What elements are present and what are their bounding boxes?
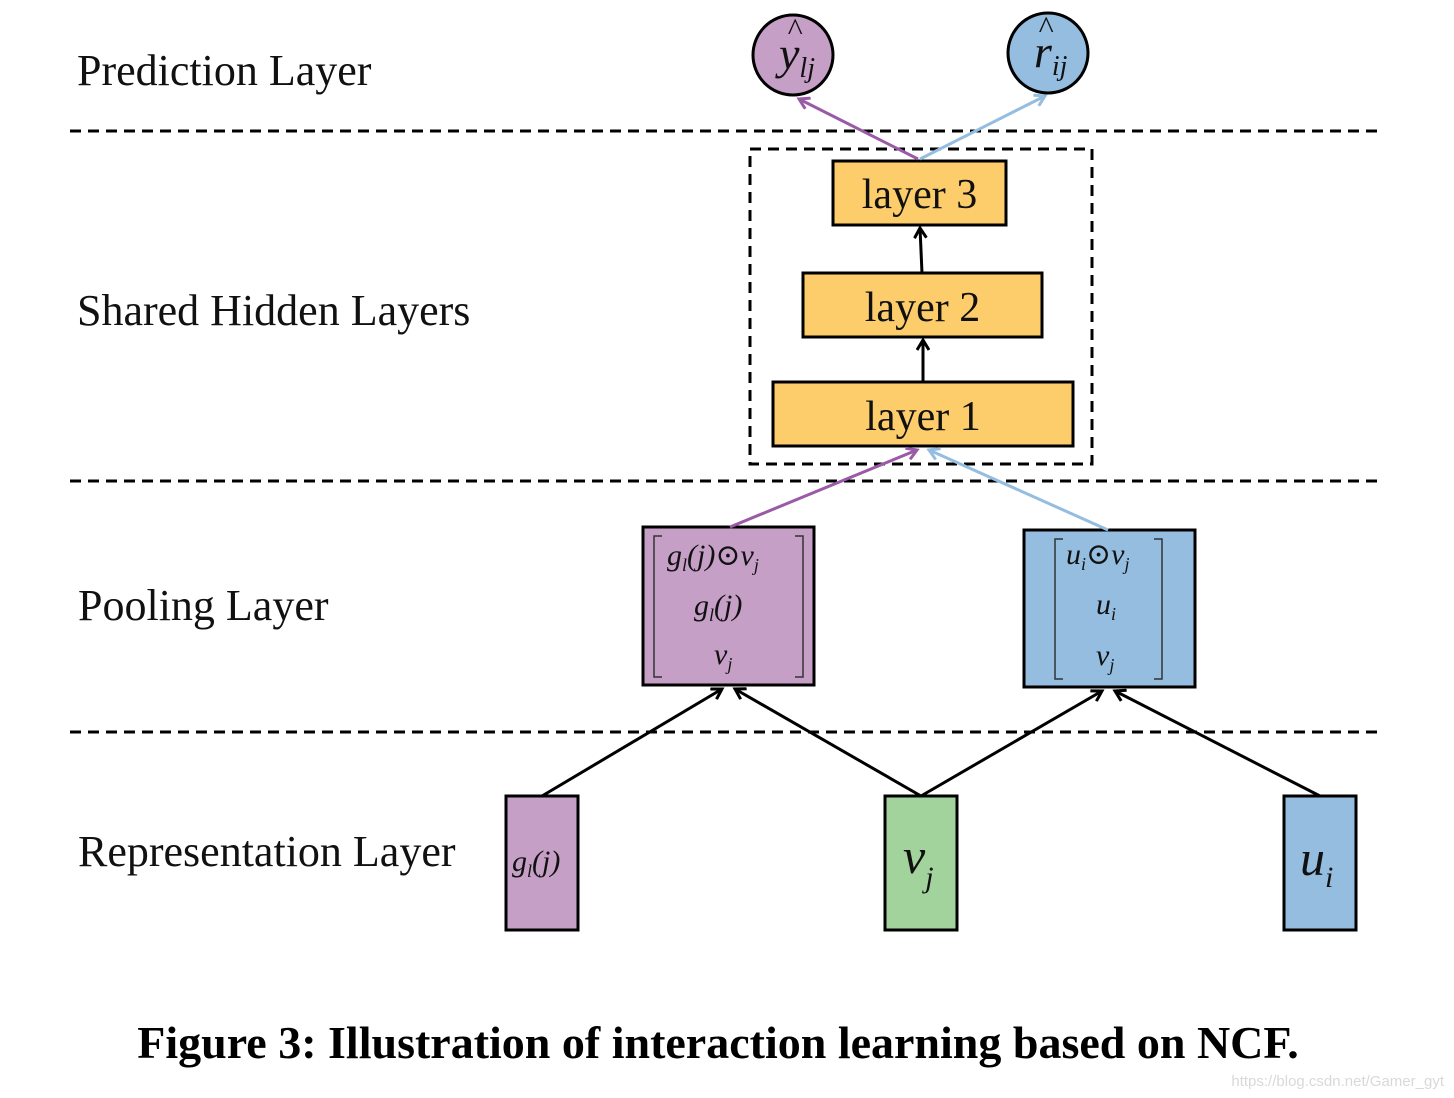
representation-layer-label: Representation Layer xyxy=(78,827,456,876)
pooling-right-row2: ui xyxy=(1096,588,1116,624)
pooling-right-box xyxy=(1022,528,1197,689)
pooling-left-bracket-left xyxy=(653,535,662,678)
arrow-hidden-to-y xyxy=(799,99,919,161)
hidden-layer-3-box xyxy=(831,159,1008,227)
pooling-left-box xyxy=(641,525,816,687)
pooling-right-row1: ui⊙vj xyxy=(1066,538,1130,574)
prediction-node-y-label: ylj xyxy=(775,28,815,84)
arrow-pooling-right-to-layer1 xyxy=(929,450,1109,532)
watermark: https://blog.csdn.net/Gamer_gyt xyxy=(1231,1073,1444,1090)
pooling-right-bracket-left xyxy=(1054,538,1063,680)
representation-u-label: ui xyxy=(1300,830,1333,894)
pooling-left-row1: gl(j)⊙vj xyxy=(667,539,759,575)
figure-caption: Figure 3: Illustration of interaction le… xyxy=(137,1017,1299,1068)
arrow-u-to-pooling-right xyxy=(1115,691,1321,798)
representation-v-label: vj xyxy=(903,828,934,894)
hidden-layer-3-label: layer 3 xyxy=(862,172,977,218)
representation-g-label: gl(j) xyxy=(512,845,560,881)
prediction-node-r xyxy=(1006,11,1090,95)
arrow-g-to-pooling-left xyxy=(541,689,722,798)
hidden-layer-1-label: layer 1 xyxy=(865,394,980,440)
pooling-layer-label: Pooling Layer xyxy=(78,581,329,630)
hidden-layer-2-label: layer 2 xyxy=(865,285,980,331)
prediction-node-y xyxy=(751,13,835,97)
arrow-hidden-to-r xyxy=(919,96,1045,161)
arrow-v-to-pooling-left xyxy=(735,689,922,798)
pooling-left-row2: gl(j) xyxy=(694,589,742,625)
prediction-node-r-hat: ^ xyxy=(1038,9,1054,45)
representation-g-box xyxy=(504,794,580,932)
prediction-node-y-hat: ^ xyxy=(787,11,803,47)
hidden-layer-2-box xyxy=(801,271,1044,339)
pooling-left-row3: vj xyxy=(714,638,732,674)
shared-hidden-layers-label: Shared Hidden Layers xyxy=(77,286,470,335)
pooling-right-row3: vj xyxy=(1096,639,1114,675)
representation-u-box xyxy=(1282,794,1358,932)
prediction-node-r-label: rij xyxy=(1034,26,1068,82)
shared-hidden-container xyxy=(748,147,1094,466)
prediction-layer-label: Prediction Layer xyxy=(77,46,372,95)
pooling-right-bracket-right xyxy=(1154,538,1163,680)
arrow-v-to-pooling-right xyxy=(920,691,1102,798)
arrow-pooling-left-to-layer1 xyxy=(729,450,917,529)
pooling-left-bracket-right xyxy=(795,535,804,678)
arrow-layer2-to-layer3 xyxy=(920,228,922,274)
